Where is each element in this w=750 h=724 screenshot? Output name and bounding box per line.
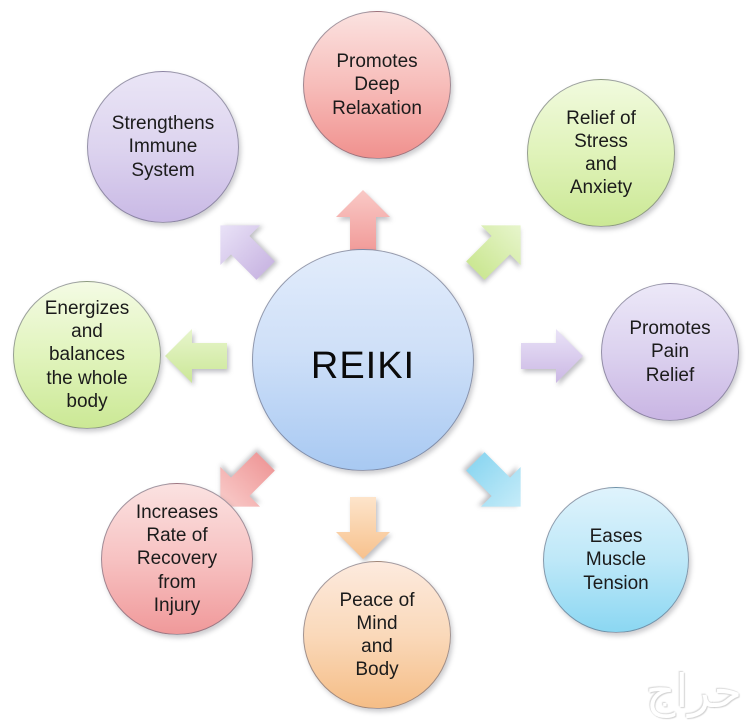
node-label: Promotes Pain Relief — [629, 318, 711, 386]
node-strengthens-immune-system[interactable]: Strengthens Immune System — [87, 71, 239, 223]
hub-label: Reiki — [310, 330, 416, 390]
node-label: Promotes Deep Relaxation — [332, 51, 422, 119]
watermark-text: حراج — [645, 664, 742, 718]
node-label: Relief of Stress and Anxiety — [566, 107, 636, 199]
arrow-up — [336, 190, 390, 252]
arrow-up-right — [456, 206, 541, 291]
arrow-left — [165, 329, 227, 383]
node-label: Eases Muscle Tension — [583, 526, 649, 594]
node-increases-rate-of-recovery-from-injury[interactable]: Increases Rate of Recovery from Injury — [101, 483, 253, 635]
node-promotes-deep-relaxation[interactable]: Promotes Deep Relaxation — [303, 11, 451, 159]
arrow-right — [521, 329, 583, 383]
arrow-down-right — [456, 442, 541, 527]
node-relief-of-stress-and-anxiety[interactable]: Relief of Stress and Anxiety — [527, 79, 675, 227]
node-label: Peace of Mind and Body — [339, 589, 415, 681]
node-energizes-and-balances-the-whole-body[interactable]: Energizes and balances the whole body — [13, 281, 161, 429]
node-label: Strengthens Immune System — [111, 113, 215, 181]
node-label: Increases Rate of Recovery from Injury — [135, 502, 219, 616]
node-eases-muscle-tension[interactable]: Eases Muscle Tension — [543, 487, 689, 633]
arrow-down-left — [201, 442, 286, 527]
arrow-down — [336, 497, 390, 559]
node-label: Energizes and balances the whole body — [44, 298, 130, 412]
hub-circle-reiki[interactable]: Reiki — [252, 249, 474, 471]
node-promotes-pain-relief[interactable]: Promotes Pain Relief — [601, 283, 739, 421]
node-peace-of-mind-and-body[interactable]: Peace of Mind and Body — [303, 561, 451, 709]
arrow-up-left — [201, 206, 286, 291]
